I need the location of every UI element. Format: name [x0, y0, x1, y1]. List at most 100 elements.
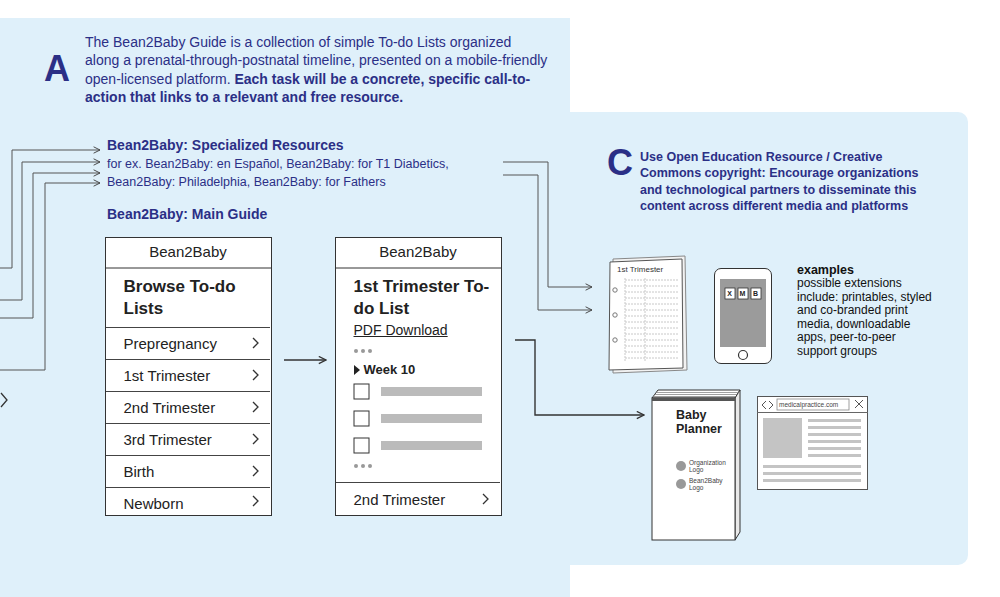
- grid-line: [625, 278, 626, 362]
- grid-line: [625, 280, 678, 281]
- flow-arrow: [284, 359, 326, 360]
- example-list: for ex. Bean2Baby: en Español, Bean2Baby…: [107, 157, 449, 189]
- placeholder-bars: [381, 387, 482, 450]
- phone-display: [720, 279, 766, 347]
- binder-hole: [613, 313, 617, 317]
- list-item: 3rd Trimester: [124, 431, 212, 448]
- arrow-head: [1, 393, 7, 407]
- book-cover: [652, 398, 735, 540]
- list-row: 3rd Trimester: [106, 423, 270, 455]
- panel: A The Bean2Baby Guide is a collection of …: [0, 18, 570, 597]
- leader-line: [503, 162, 592, 287]
- browser-drawing: [757, 399, 868, 482]
- text-block: Bean2Baby Logo: [689, 477, 733, 491]
- list-item: 2nd Trimester: [354, 491, 446, 508]
- text-placeholder: [763, 465, 861, 468]
- dot: [361, 349, 365, 353]
- text-block: 1st Trimester To-do List: [354, 276, 494, 320]
- book-band: [652, 398, 735, 401]
- text-block: medicalpractice.com: [779, 400, 849, 409]
- grid-line: [625, 292, 678, 293]
- text-placeholder: [808, 440, 861, 443]
- placeholder-bar: [381, 414, 482, 423]
- close-icon: [855, 400, 863, 408]
- text-block: M: [738, 289, 748, 298]
- sheet-page: [609, 259, 683, 370]
- section-letter: C: [607, 142, 633, 183]
- text-block: X: [725, 289, 735, 298]
- button-label: X: [727, 290, 732, 297]
- text-block: Use Open Education Resource / Creative C…: [640, 149, 930, 214]
- caption-heading: examples: [797, 263, 854, 277]
- flow-arrow: [515, 340, 644, 415]
- checkbox: [354, 384, 369, 399]
- phone-app: X MB: [714, 268, 772, 364]
- grid-line: [625, 316, 678, 317]
- text-block: Week 10: [364, 362, 416, 378]
- logo-label: Bean2Baby Logo: [689, 477, 723, 491]
- dot: [354, 464, 358, 468]
- text-block: Bean2Baby: [335, 243, 502, 261]
- list-row: Birth: [106, 455, 270, 487]
- chevron-icon: [253, 434, 258, 444]
- button-label: B: [753, 290, 758, 297]
- body-text: possible extensions include: printables,…: [797, 276, 932, 358]
- text-placeholder: [808, 426, 861, 429]
- list-row: Prepregnancy: [106, 327, 270, 359]
- grid-line: [625, 334, 678, 335]
- page-edge: [656, 392, 739, 393]
- text-block: The Bean2Baby Guide is a collection of s…: [85, 33, 549, 106]
- text-block: C: [607, 143, 633, 183]
- list-row: 1st Trimester: [106, 359, 270, 391]
- app-button: [738, 288, 748, 299]
- text-block: Prepregnancy: [124, 335, 217, 353]
- phone-screen: Bean2BabyBrowse To-do ListsPrepregnancy 1…: [105, 237, 272, 516]
- text-block: Birth: [124, 463, 155, 481]
- button-label: M: [740, 290, 746, 297]
- section-heading: Bean2Baby: Specialized Resources: [107, 137, 344, 153]
- text-block: examples: [797, 263, 854, 277]
- book-top: [652, 390, 740, 398]
- phone-app-drawing: [720, 279, 766, 360]
- text-block: for ex. Bean2Baby: en Español, Bean2Baby…: [107, 155, 502, 191]
- logo-placeholder: [676, 461, 686, 471]
- list-row: 2nd Trimester: [336, 482, 500, 515]
- text-block: Bean2Baby: Main Guide: [107, 206, 267, 223]
- chevron-icon: [253, 466, 258, 476]
- grid-line: [625, 346, 678, 347]
- url-text: medicalpractice.com: [779, 401, 838, 408]
- grid-line: [625, 310, 678, 311]
- text-block: Browse To-do Lists: [124, 276, 264, 320]
- text-block: Bean2Baby: [105, 243, 272, 261]
- text-placeholder: [808, 454, 861, 457]
- sheet-grid: [625, 278, 678, 362]
- planner-book: Baby PlannerOrganization LogoBean2Baby L…: [652, 390, 740, 540]
- list-item: Newborn: [124, 495, 184, 512]
- grid-line: [625, 352, 678, 353]
- text-placeholder: [808, 433, 861, 436]
- book-spine: [735, 390, 740, 540]
- app-title: Bean2Baby: [379, 243, 457, 260]
- binder-hole: [613, 288, 617, 292]
- dot: [361, 464, 365, 468]
- text-block: 3rd Trimester: [124, 431, 212, 449]
- grid-line: [625, 298, 678, 299]
- text-block: 1st Trimester: [124, 367, 211, 385]
- leader-line: [0, 162, 100, 300]
- list-item: Prepregnancy: [124, 335, 217, 352]
- ellipsis-dots: [354, 349, 372, 468]
- grid-line: [625, 304, 678, 305]
- screen-heading: 1st Trimester To-do List: [354, 277, 490, 318]
- text-block: Bean2Baby: Specialized Resources: [107, 137, 344, 154]
- text-block: A: [44, 49, 70, 89]
- text-placeholders: [763, 419, 861, 482]
- page-edge: [655, 394, 738, 395]
- text-block: B: [751, 289, 761, 298]
- text-block: possible extensions include: printables,…: [797, 277, 939, 358]
- grid-line: [625, 322, 678, 323]
- printable-sheet: 1st Trimester: [609, 256, 688, 374]
- grid-line: [625, 328, 678, 329]
- grid-line: [625, 340, 678, 341]
- download-link: PDF Download: [354, 322, 448, 338]
